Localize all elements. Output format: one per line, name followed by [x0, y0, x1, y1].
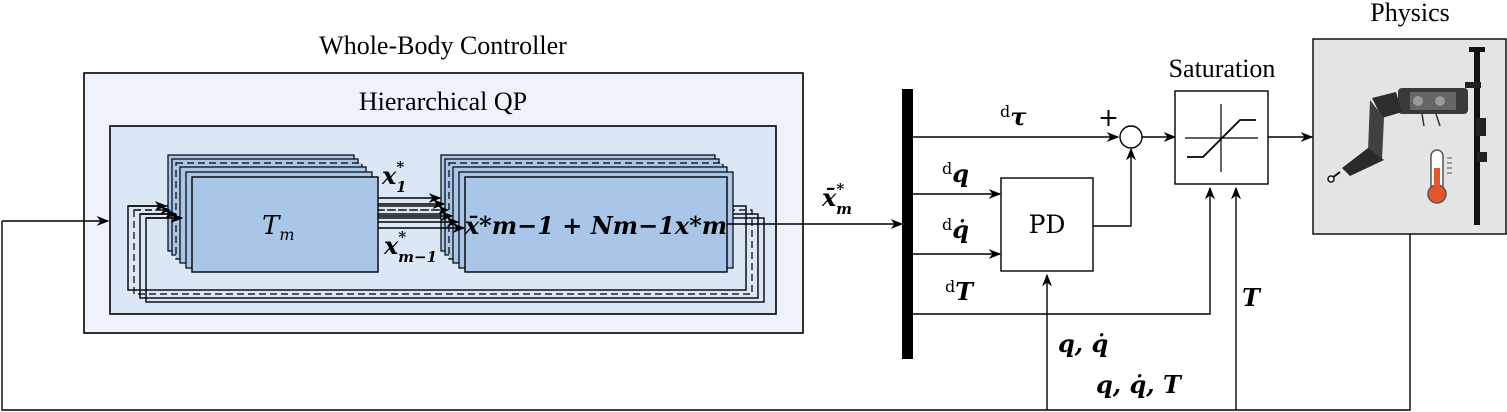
physics-title: Physics [1370, 0, 1449, 27]
demux-bar [902, 89, 913, 359]
T-feedback-label: T [1242, 283, 1262, 312]
robot-arm-image [1327, 47, 1487, 225]
q-qdot-label: q, q̇ [1058, 329, 1108, 358]
d-tau-label: dτ [1000, 102, 1027, 131]
thermometer-icon [1427, 149, 1452, 204]
task-block [191, 176, 379, 273]
d-q-label: dq [942, 159, 969, 188]
d-T-arrow [913, 186, 1216, 315]
task-to-update-arrows [378, 192, 466, 234]
pd-to-sum-arrow [1093, 147, 1137, 227]
sum-plus-sign: + [1098, 103, 1119, 132]
xbar-m-star-label: x̄*m [821, 180, 852, 218]
main-feedback-loop [1, 221, 1411, 411]
summing-junction [1119, 125, 1143, 149]
pd-label: PD [1029, 210, 1066, 239]
task-block-stack [167, 154, 379, 273]
saturation-title: Saturation [1169, 54, 1276, 83]
hqp-title: Hierarchical QP [359, 87, 527, 116]
wbc-title: Whole-Body Controller [319, 31, 567, 60]
update-block [464, 176, 728, 273]
loop-into-task-arrows [128, 200, 184, 224]
d-T-label: dT [945, 277, 975, 306]
q-qdot-T-label: q, q̇, T [1096, 370, 1183, 399]
update-block-stack [440, 154, 734, 273]
saturation-curve-icon [1185, 104, 1258, 172]
pd-block [1000, 177, 1094, 272]
xm1-star-label: x*m−1 [383, 228, 437, 266]
d-qdot-label: dq̇ [942, 215, 969, 244]
x1-star-label: x*1 [381, 158, 407, 196]
task-label: Tm [262, 211, 295, 244]
update-label: x̄*m−1 + Nm−1x*m [464, 211, 727, 240]
